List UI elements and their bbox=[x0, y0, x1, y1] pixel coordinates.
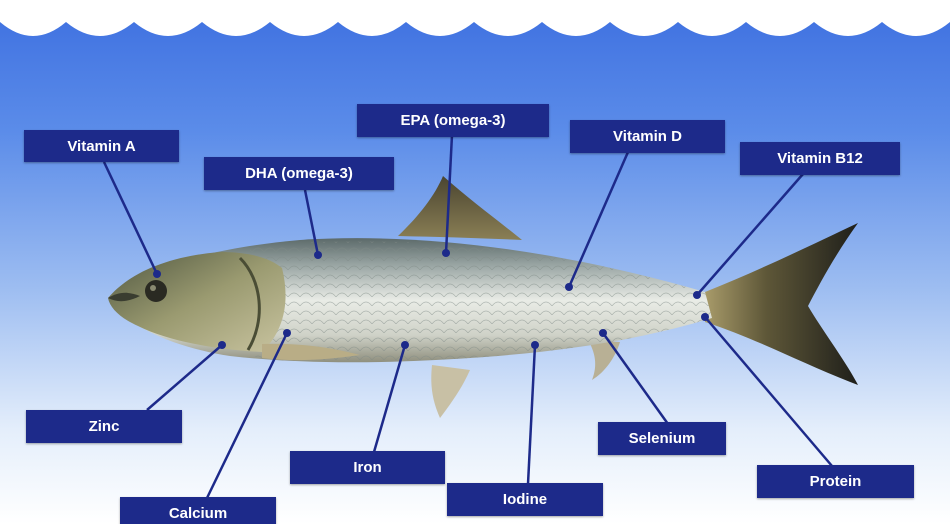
label-iodine: Iodine bbox=[447, 483, 603, 516]
pelvic-fin bbox=[431, 365, 470, 418]
label-selenium: Selenium bbox=[598, 422, 726, 455]
anal-fin bbox=[588, 340, 620, 380]
label-iron: Iron bbox=[290, 451, 445, 484]
label-calcium: Calcium bbox=[120, 497, 276, 524]
dorsal-fin bbox=[398, 176, 522, 240]
label-epa-omega-3: EPA (omega-3) bbox=[357, 104, 549, 137]
label-vitamin-b12: Vitamin B12 bbox=[740, 142, 900, 175]
label-zinc: Zinc bbox=[26, 410, 182, 443]
label-vitamin-d: Vitamin D bbox=[570, 120, 725, 153]
fish-eye bbox=[145, 280, 167, 302]
tail-fin bbox=[705, 223, 858, 385]
label-dha-omega-3: DHA (omega-3) bbox=[204, 157, 394, 190]
label-vitamin-a: Vitamin A bbox=[24, 130, 179, 162]
label-protein: Protein bbox=[757, 465, 914, 498]
